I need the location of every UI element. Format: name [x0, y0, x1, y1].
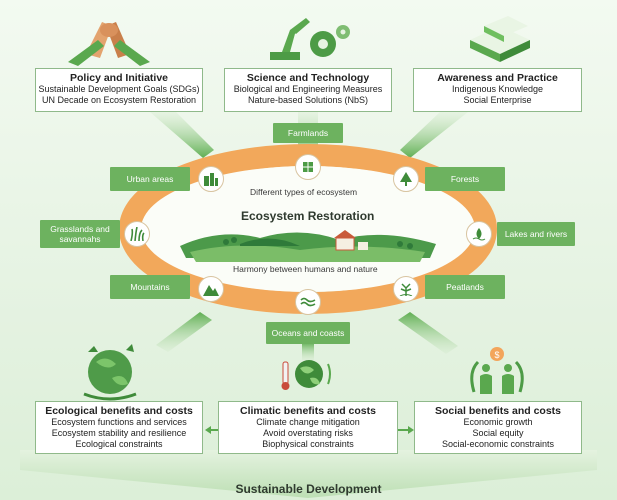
ecological-title: Ecological benefits and costs: [45, 405, 193, 417]
arrow-climatic: [302, 342, 314, 360]
ring-top-label: Different types of ecosystem: [250, 187, 358, 197]
tag-grasslands: Grasslands and savannahs: [40, 220, 120, 248]
policy-title: Policy and Initiative: [69, 72, 169, 84]
social-line-3: Social-economic constraints: [441, 439, 555, 449]
tag-forests: Forests: [425, 167, 505, 191]
social-title: Social benefits and costs: [434, 405, 562, 417]
awareness-box: Awareness and Practice Indigenous Knowle…: [413, 68, 582, 112]
tag-oceans-coasts: Oceans and coasts: [266, 322, 350, 344]
climatic-line-1: Climate change mitigation: [256, 417, 360, 427]
svg-text:$: $: [494, 350, 499, 360]
ecological-line-2: Ecosystem stability and resilience: [51, 428, 187, 438]
farmland-icon: [295, 154, 321, 180]
ring-center-title: Ecosystem Restoration: [241, 209, 375, 223]
grass-icon: [124, 221, 150, 247]
ecological-box: Ecological benefits and costs Ecosystem …: [35, 401, 203, 454]
climatic-title: Climatic benefits and costs: [240, 405, 376, 417]
tag-lakes-rivers: Lakes and rivers: [497, 222, 575, 246]
city-icon: [198, 166, 224, 192]
arrow-awareness: [400, 112, 468, 158]
arrow-social: [398, 312, 458, 354]
awareness-title: Awareness and Practice: [437, 72, 558, 84]
peat-tree-icon: [393, 276, 419, 302]
arrow-policy: [150, 112, 214, 158]
science-line-2: Nature-based Solutions (NbS): [247, 95, 369, 105]
social-line-2: Social equity: [472, 428, 524, 438]
leafy-globe-icon: [83, 344, 137, 401]
policy-box: Policy and Initiative Sustainable Develo…: [35, 68, 203, 112]
landscape-illustration: [180, 230, 436, 262]
policy-line-2: UN Decade on Ecosystem Restoration: [41, 95, 197, 105]
science-box: Science and Technology Biological and En…: [224, 68, 392, 112]
books-icon: [470, 16, 530, 62]
awareness-line-2: Social Enterprise: [463, 95, 532, 105]
climatic-line-3: Biophysical constraints: [262, 439, 354, 449]
tag-farmlands: Farmlands: [273, 123, 343, 143]
footer-title: Sustainable Development: [235, 482, 382, 496]
ecological-line-3: Ecological constraints: [75, 439, 163, 449]
awareness-line-1: Indigenous Knowledge: [451, 84, 544, 94]
tag-urban-areas: Urban areas: [110, 167, 190, 191]
wave-icon: [295, 289, 321, 315]
science-title: Science and Technology: [246, 72, 370, 84]
social-line-1: Economic growth: [463, 417, 533, 427]
handshake-icon: [68, 22, 150, 66]
people-money-icon: $: [470, 347, 524, 394]
forest-icon: [393, 166, 419, 192]
footer-arrow: [20, 450, 597, 498]
ring-bottom-label: Harmony between humans and nature: [233, 264, 378, 274]
policy-line-1: Sustainable Development Goals (SDGs): [38, 84, 200, 94]
science-line-1: Biological and Engineering Measures: [233, 84, 383, 94]
robot-arm-gear-icon: [270, 18, 350, 60]
ecological-line-1: Ecosystem functions and services: [51, 417, 187, 427]
water-drop-icon: [466, 221, 492, 247]
tag-peatlands: Peatlands: [425, 275, 505, 299]
earth-thermometer-icon: [281, 360, 331, 390]
social-box: Social benefits and costs Economic growt…: [414, 401, 582, 454]
mountain-icon: [198, 276, 224, 302]
arrow-ecological: [156, 312, 212, 352]
climatic-line-2: Avoid overstating risks: [263, 428, 353, 438]
climatic-box: Climatic benefits and costs Climate chan…: [218, 401, 398, 454]
tag-mountains: Mountains: [110, 275, 190, 299]
